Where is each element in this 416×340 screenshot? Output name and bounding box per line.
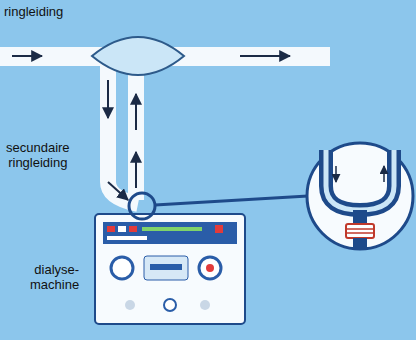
display <box>144 256 188 280</box>
ring-tank <box>92 37 184 75</box>
flow-arrow <box>12 55 42 57</box>
flow-arrow <box>108 182 128 200</box>
secondary-pipe <box>108 62 138 204</box>
indicator <box>142 227 202 231</box>
indicator <box>107 236 147 240</box>
flow-arrow <box>240 55 290 57</box>
u-pipe <box>326 150 394 210</box>
flow-arrow <box>107 80 109 118</box>
machine-panel <box>103 222 237 244</box>
indicator <box>118 226 126 232</box>
dial <box>111 257 133 279</box>
dial <box>206 264 214 272</box>
button <box>164 299 176 311</box>
u-pipe <box>326 150 394 210</box>
part-label: dialyse- machine <box>30 262 79 292</box>
zoom-marker <box>129 193 155 219</box>
coupling-ring <box>346 232 374 234</box>
flow-arrow <box>335 166 337 182</box>
indicator <box>215 225 223 233</box>
zoom-circle <box>307 143 413 249</box>
connector <box>353 210 367 224</box>
dial <box>199 257 221 279</box>
coupling-ring <box>346 228 374 230</box>
dialysis-machine <box>95 214 245 324</box>
flow-arrow <box>135 152 137 188</box>
part-label: ringleiding <box>4 4 63 19</box>
display <box>150 264 182 270</box>
connector-coupling <box>346 224 374 238</box>
button <box>200 300 210 310</box>
button <box>125 300 135 310</box>
connector <box>353 238 367 248</box>
part-label: secundaire ringleiding <box>6 140 70 170</box>
indicator <box>107 226 115 232</box>
zoom-leader <box>155 196 308 205</box>
secondary-pipe <box>128 62 144 200</box>
flow-arrow <box>135 94 137 130</box>
flow-arrow <box>383 166 385 182</box>
indicator <box>129 226 137 232</box>
